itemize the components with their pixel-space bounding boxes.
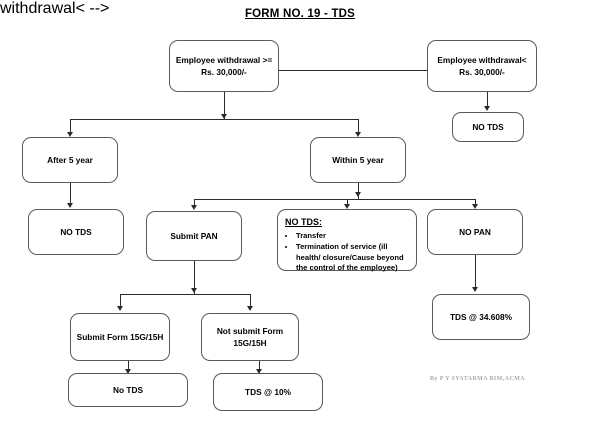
node-label: Submit Form 15G/15H <box>76 331 164 342</box>
node-no-tds-bottom[interactable]: No TDS <box>68 373 188 407</box>
list-item: Termination of service (ill health/ clos… <box>296 242 409 274</box>
list-item: Transfer <box>296 231 409 242</box>
node-label: NO TDS <box>472 121 504 132</box>
connector-after5-to-notds <box>70 183 71 204</box>
connector-bus-to-nopan <box>475 199 476 205</box>
node-no-tds-right[interactable]: NO TDS <box>452 112 524 142</box>
node-label: Employee withdrawal< Rs. 30,000/- <box>437 54 527 77</box>
arrow-to-submitpan <box>191 205 197 210</box>
node-heading: NO TDS: <box>285 217 322 227</box>
connector-split-bus-level2 <box>70 119 358 120</box>
node-label: Within 5 year <box>332 154 384 165</box>
author-signature: By P Y SYSTARMA BIM,ACMA <box>430 376 525 382</box>
connector-bus-to-exempt <box>347 199 348 205</box>
connector-split-bus-level4 <box>120 294 250 295</box>
arrow-notsubmitform-to-tds10 <box>256 369 262 374</box>
connector-bus-to-submitpan <box>194 199 195 206</box>
arrow-to-within5 <box>355 132 361 137</box>
connector-ge-to-lt <box>279 70 427 71</box>
node-no-tds-left[interactable]: NO TDS <box>28 209 124 255</box>
node-label: Not submit Form 15G/15H <box>216 325 284 348</box>
arrow-to-exempt <box>344 204 350 209</box>
node-employee-withdrawal-ge[interactable]: Employee withdrawal >= Rs. 30,000/- <box>169 40 279 92</box>
arrow-within5-down <box>355 192 361 197</box>
connector-submitform-to-notds <box>128 361 129 372</box>
node-label: NO TDS <box>60 226 92 237</box>
node-label: Submit PAN <box>170 230 218 241</box>
arrow-ge-down <box>221 114 227 119</box>
arrow-submitform-to-notds <box>125 369 131 374</box>
connector-within5-down <box>358 183 359 199</box>
arrow-submitpan-down <box>191 288 197 293</box>
node-submit-form-15g15h[interactable]: Submit Form 15G/15H <box>70 313 170 361</box>
connector-split-bus-level3 <box>194 199 475 200</box>
connector-bus-to-submitform <box>120 294 121 307</box>
arrow-nopan-to-tds34 <box>472 287 478 292</box>
node-submit-pan[interactable]: Submit PAN <box>146 211 242 261</box>
node-label: NO PAN <box>459 226 491 237</box>
node-label: Employee withdrawal >= Rs. 30,000/- <box>175 54 273 77</box>
connector-bus-to-within5 <box>358 119 359 133</box>
node-label: No TDS <box>113 384 143 395</box>
connector-nopan-to-tds34 <box>475 255 476 287</box>
node-employee-withdrawal-lt[interactable]: Employee withdrawal< Rs. 30,000/- <box>427 40 537 92</box>
arrow-to-submitform <box>117 306 123 311</box>
arrow-to-notsubmitform <box>247 306 253 311</box>
node-label: After 5 year <box>47 154 93 165</box>
node-no-pan[interactable]: NO PAN <box>427 209 523 255</box>
connector-bus-to-after5 <box>70 119 71 133</box>
connector-submitpan-down <box>194 261 195 294</box>
exemption-list: Transfer Termination of service (ill hea… <box>285 231 409 274</box>
node-label: TDS @ 10% <box>245 386 291 397</box>
arrow-to-after5 <box>67 132 73 137</box>
node-within-5-year[interactable]: Within 5 year <box>310 137 406 183</box>
node-tds-10[interactable]: TDS @ 10% <box>213 373 323 411</box>
node-after-5-year[interactable]: After 5 year <box>22 137 118 183</box>
connector-ge-down <box>224 92 225 119</box>
node-tds-34[interactable]: TDS @ 34.608% <box>432 294 530 340</box>
arrow-after5-to-notds <box>67 203 73 208</box>
page-title: FORM NO. 19 - TDS <box>244 8 356 20</box>
node-label: TDS @ 34.608% <box>449 311 513 322</box>
arrow-lt-to-notds <box>484 106 490 111</box>
connector-lt-to-notds <box>487 92 488 107</box>
connector-bus-to-notsubmitform <box>250 294 251 307</box>
connector-notsubmitform-to-tds10 <box>259 361 260 372</box>
arrow-to-nopan <box>472 204 478 209</box>
node-not-submit-form-15g15h[interactable]: Not submit Form 15G/15H <box>201 313 299 361</box>
node-no-tds-exemptions[interactable]: NO TDS: Transfer Termination of service … <box>277 209 417 274</box>
